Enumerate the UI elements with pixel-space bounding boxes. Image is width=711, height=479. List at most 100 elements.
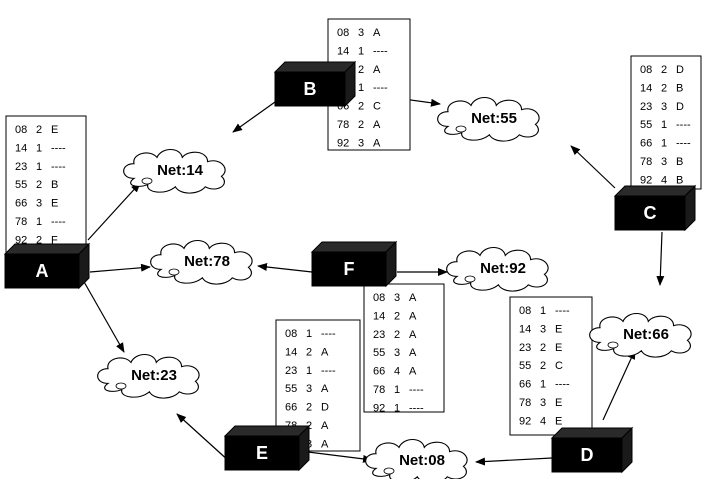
- hop-count: 3: [661, 156, 667, 168]
- dest-net: 23: [285, 365, 297, 377]
- router-box: [311, 251, 387, 287]
- link-A-14: [87, 182, 141, 241]
- hop-count: 1: [36, 142, 42, 154]
- hop-count: 2: [661, 64, 667, 76]
- network-label: Net:55: [471, 110, 517, 127]
- dest-net: 14: [337, 45, 349, 57]
- dest-net: 92: [640, 174, 652, 186]
- network-label: Net:92: [480, 260, 526, 277]
- next-hop: B: [676, 156, 683, 168]
- next-hop: E: [555, 415, 562, 427]
- network-cloud-55: Net:55: [437, 96, 540, 142]
- hop-count: 2: [306, 402, 312, 414]
- dest-net: 66: [373, 366, 385, 378]
- dest-net: 78: [640, 156, 652, 168]
- network-cloud-78: Net:78: [150, 239, 253, 285]
- next-hop: A: [373, 27, 381, 39]
- router-box: [614, 195, 686, 231]
- dest-net: 14: [285, 346, 297, 358]
- dest-net: 23: [373, 329, 385, 341]
- link-F-78: [257, 263, 313, 273]
- hop-count: 3: [36, 198, 42, 210]
- router-box: [551, 437, 623, 473]
- dest-net: 55: [519, 360, 531, 372]
- network-label: Net:23: [131, 367, 177, 384]
- link-E-08: [299, 450, 373, 463]
- router-label: F: [344, 259, 355, 279]
- dest-net: 55: [640, 119, 652, 131]
- next-hop: B: [676, 82, 683, 94]
- next-hop: D: [321, 402, 329, 414]
- router-label: C: [644, 203, 657, 223]
- hop-count: 2: [358, 101, 364, 113]
- dest-net: 55: [373, 347, 385, 359]
- dest-net: 66: [640, 138, 652, 150]
- link-B-14: [232, 101, 276, 133]
- hop-count: 2: [358, 64, 364, 76]
- next-hop: C: [555, 360, 563, 372]
- dest-net: 92: [15, 234, 27, 246]
- next-hop: ----: [373, 45, 388, 57]
- next-hop: C: [373, 101, 381, 113]
- dest-net: 92: [337, 137, 349, 149]
- hop-count: 4: [394, 366, 400, 378]
- dest-net: 55: [285, 383, 297, 395]
- hop-count: 1: [661, 119, 667, 131]
- next-hop: A: [409, 329, 417, 341]
- dest-net: 23: [640, 101, 652, 113]
- hop-count: 3: [394, 292, 400, 304]
- next-hop: ----: [676, 138, 691, 150]
- dest-net: 14: [15, 142, 27, 154]
- network-label: Net:08: [399, 452, 445, 469]
- next-hop: ----: [51, 142, 66, 154]
- next-hop: ----: [51, 161, 66, 173]
- dest-net: 78: [15, 216, 27, 228]
- dest-net: 66: [519, 379, 531, 391]
- next-hop: A: [409, 347, 417, 359]
- router-box: [274, 71, 346, 107]
- link-E-23: [176, 413, 231, 463]
- next-hop: D: [676, 101, 684, 113]
- dest-net: 08: [337, 27, 349, 39]
- hop-count: 4: [661, 174, 667, 186]
- next-hop: F: [51, 234, 58, 246]
- next-hop: A: [373, 119, 381, 131]
- dest-net: 23: [519, 342, 531, 354]
- dest-net: 78: [373, 384, 385, 396]
- dest-net: 92: [373, 402, 385, 414]
- dest-net: 66: [15, 198, 27, 210]
- next-hop: A: [373, 64, 381, 76]
- next-hop: A: [409, 310, 417, 322]
- router-F: F: [310, 240, 398, 288]
- next-hop: E: [555, 397, 562, 409]
- hop-count: 4: [540, 415, 546, 427]
- next-hop: ----: [409, 402, 424, 414]
- link-D-08: [475, 457, 553, 466]
- router-label: B: [304, 79, 317, 99]
- dest-net: 08: [373, 292, 385, 304]
- hop-count: 1: [306, 365, 312, 377]
- dest-net: 08: [15, 124, 27, 136]
- router-box: [4, 253, 80, 289]
- hop-count: 3: [540, 323, 546, 335]
- dest-net: 23: [15, 161, 27, 173]
